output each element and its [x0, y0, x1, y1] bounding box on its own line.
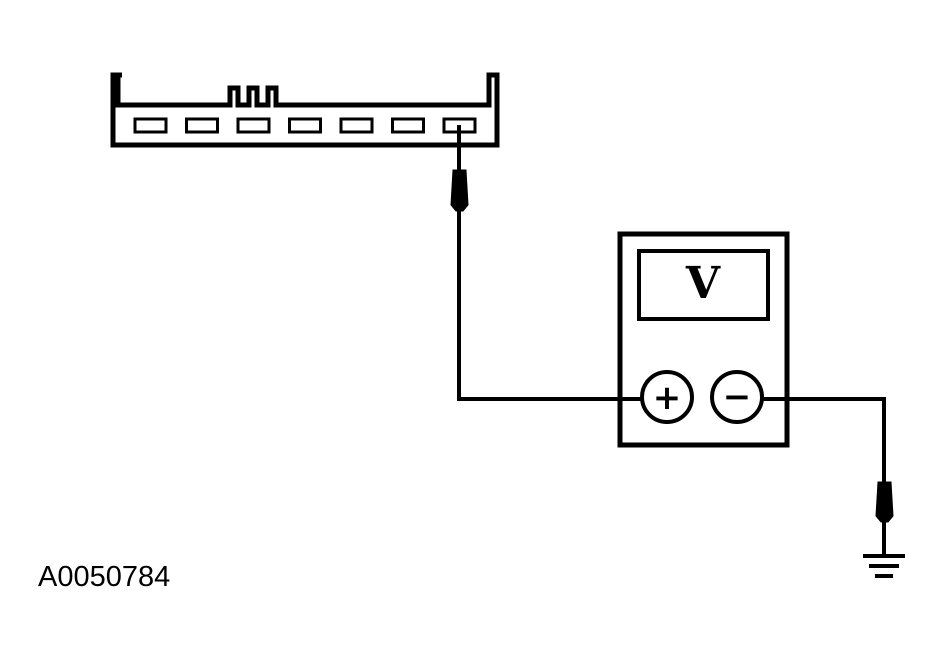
connector-pin — [185, 117, 219, 134]
connector — [110, 72, 500, 148]
positive-terminal — [640, 370, 694, 424]
ground-icon — [863, 554, 905, 578]
connector-pin — [339, 117, 374, 134]
meter-display-symbol: V — [685, 258, 721, 309]
negative-symbol: − — [723, 377, 752, 417]
positive-symbol: + — [653, 378, 682, 418]
back-probe-icon — [450, 169, 469, 212]
multimeter-body — [617, 231, 790, 448]
multimeter-display — [637, 249, 770, 321]
connector-pin — [391, 117, 425, 134]
ground-probe-icon — [875, 481, 894, 523]
negative-test-lead — [762, 397, 894, 556]
connector-pin — [288, 117, 322, 134]
connector-pins — [133, 117, 477, 134]
multimeter: V + − — [617, 231, 790, 448]
figure-id: A0050784 — [38, 561, 171, 593]
connector-pin — [133, 117, 168, 134]
connector-pin — [236, 117, 271, 134]
positive-test-lead — [450, 125, 642, 401]
connector-housing — [110, 72, 500, 148]
